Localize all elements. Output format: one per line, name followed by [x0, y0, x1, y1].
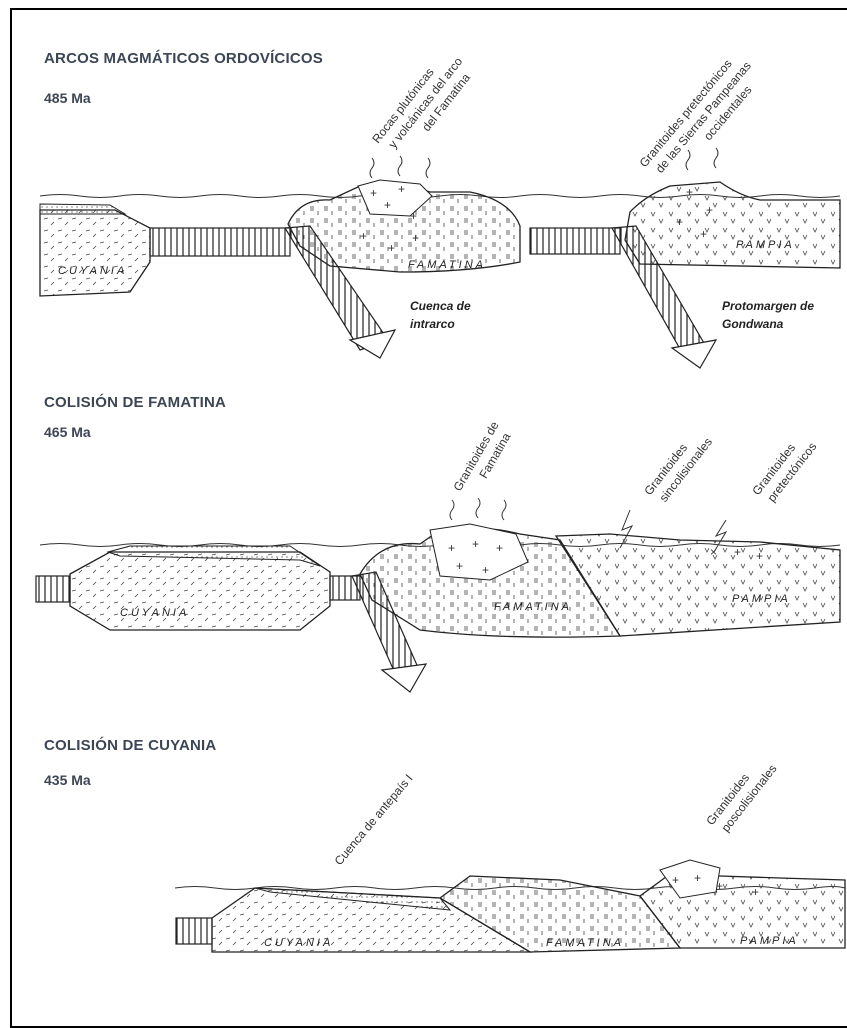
svg-text:+: + — [388, 241, 395, 255]
svg-text:+: + — [360, 229, 367, 243]
svg-text:Cuenca de antepaís I: Cuenca de antepaís I — [332, 772, 416, 868]
granitoides-famatina-label: Granitoides de Famatina — [450, 419, 515, 502]
oceanic-crust-5 — [176, 918, 212, 944]
panel3-diagram: + + + + CUYANIA FAMATINA PAMPIA Cuenca d… — [175, 752, 845, 952]
rocas-label: Rocas plutónicas y volcánicas del arco d… — [369, 44, 478, 165]
svg-text:+: + — [412, 231, 419, 245]
svg-text:+: + — [686, 185, 693, 199]
svg-text:+: + — [752, 885, 759, 899]
famatina-label-1: FAMATINA — [408, 259, 486, 271]
cuenca-intrarco-label-2: intrarco — [410, 317, 455, 331]
cuyania-platform — [40, 204, 125, 214]
protomargen-label-2: Gondwana — [722, 317, 784, 331]
volcanic-plume — [426, 158, 430, 178]
sincolisionales-label: Granitoides sincolisionales — [641, 425, 715, 508]
svg-text:+: + — [756, 549, 763, 563]
svg-text:×: × — [710, 545, 717, 559]
pampia-block — [625, 182, 840, 268]
oceanic-crust-1 — [150, 228, 290, 256]
pampia-label-2: PAMPIA — [732, 593, 791, 605]
volcanic-plume — [370, 158, 374, 178]
svg-text:+: + — [472, 537, 479, 551]
svg-text:+: + — [496, 541, 503, 555]
svg-text:+: + — [456, 559, 463, 573]
panel2-diagram: + + + + + × + + CUYANIA FAMATINA PAMPIA … — [36, 419, 840, 692]
famatina-label-2: FAMATINA — [494, 601, 572, 613]
poscolisionales-label: Granitoides poscolisionales — [703, 752, 779, 838]
cuenca-antepais-label: Cuenca de antepaís I — [332, 772, 416, 868]
svg-text:+: + — [734, 545, 741, 559]
svg-text:+: + — [700, 227, 707, 241]
cuyania-block-2 — [70, 552, 330, 630]
cuyania-label-2: CUYANIA — [120, 607, 189, 619]
oceanic-crust-3 — [36, 576, 70, 602]
pampia-label-3: PAMPIA — [740, 935, 799, 947]
svg-text:+: + — [448, 541, 455, 555]
svg-text:+: + — [384, 198, 391, 212]
panel1-diagram: + + + + + + + + + + + CUYANIA FAMATINA P… — [40, 44, 840, 368]
cuyania-block — [40, 210, 150, 296]
svg-text:+: + — [676, 215, 683, 229]
svg-text:+: + — [398, 182, 405, 196]
svg-text:+: + — [694, 871, 701, 885]
oceanic-crust-2 — [530, 228, 620, 254]
pretectonicos-label-2: Granitoides pretectónicos — [749, 430, 819, 508]
cuenca-intrarco-label-1: Cuenca de — [410, 299, 471, 313]
svg-text:de las Sierras Pampeanas: de las Sierras Pampeanas — [653, 59, 754, 176]
svg-text:+: + — [716, 879, 723, 893]
protomargen-label-1: Protomargen de — [722, 299, 814, 313]
svg-text:+: + — [410, 209, 417, 223]
pampia-label-1: PAMPIA — [736, 239, 795, 251]
slab-arrow-3 — [382, 664, 426, 692]
granitoides-pretectonicos-label-1: Granitoides pretectónicos de las Sierras… — [637, 49, 767, 191]
cuyania-label-3: CUYANIA — [264, 937, 333, 949]
volcanic-plume — [398, 156, 402, 176]
svg-text:+: + — [706, 203, 713, 217]
svg-text:+: + — [482, 563, 489, 577]
cuyania-label-1: CUYANIA — [58, 265, 127, 277]
svg-text:+: + — [370, 186, 377, 200]
famatina-label-3: FAMATINA — [546, 937, 624, 949]
svg-text:+: + — [672, 873, 679, 887]
